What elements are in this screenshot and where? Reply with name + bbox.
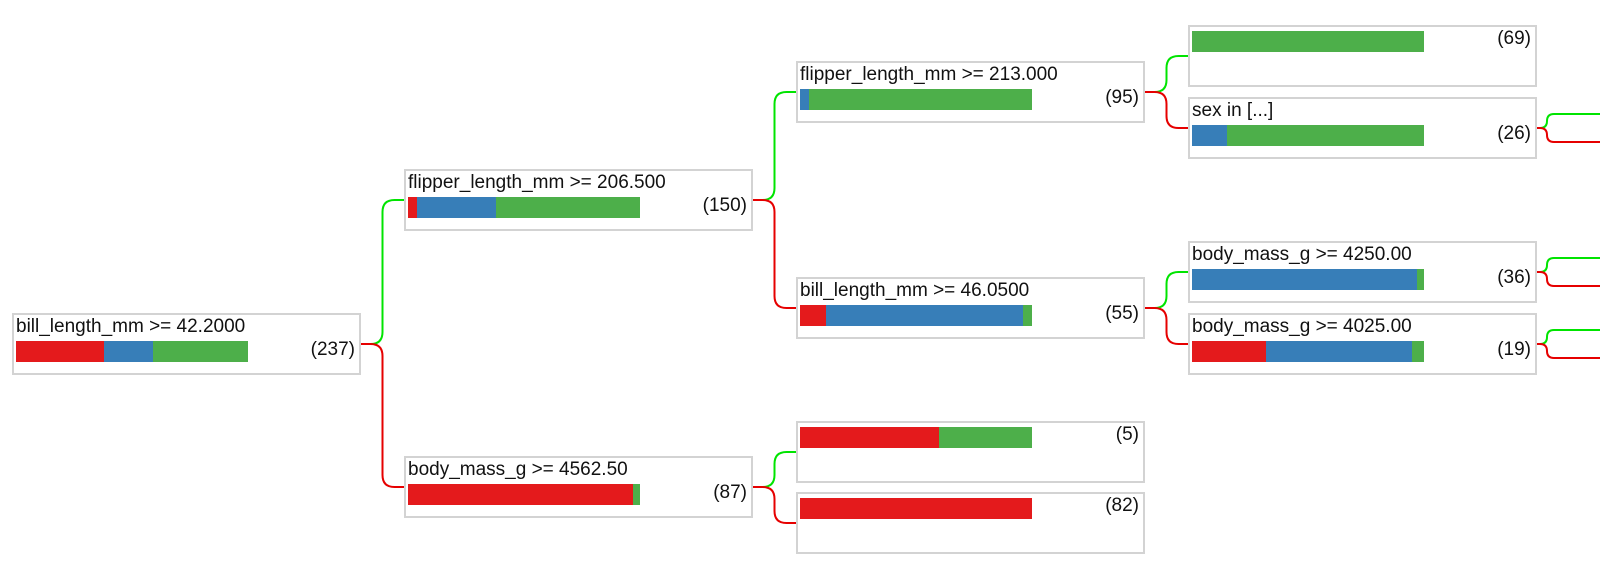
node-sample-count: (237): [310, 339, 355, 360]
edge-true-branch: [1145, 55, 1188, 93]
class-c-segment: [1226, 125, 1424, 146]
class-b-segment: [1266, 341, 1413, 362]
edge-false-branch: [753, 486, 796, 524]
tree-leaf-82[interactable]: (82): [796, 492, 1145, 554]
edge-true-branch: [1537, 113, 1600, 129]
class-c-segment: [496, 197, 640, 218]
class-b-segment: [1192, 125, 1227, 146]
edge-true-branch: [1537, 329, 1600, 345]
node-sample-count: (5): [1115, 424, 1139, 445]
tree-node-body-mass-4250[interactable]: body_mass_g >= 4250.00 (36): [1188, 241, 1537, 303]
tree-node-body-mass-4025[interactable]: body_mass_g >= 4025.00 (19): [1188, 313, 1537, 375]
class-distribution-bar: [1192, 341, 1424, 362]
class-b-segment: [825, 305, 1023, 326]
class-b-segment: [417, 197, 497, 218]
class-c-segment: [1417, 269, 1424, 290]
node-split-label: sex in [...]: [1192, 100, 1274, 121]
class-distribution-bar: [16, 341, 248, 362]
class-c-segment: [939, 427, 1032, 448]
edge-false-branch: [753, 199, 796, 309]
node-split-label: flipper_length_mm >= 213.000: [800, 64, 1058, 85]
class-b-segment: [104, 341, 153, 362]
node-sample-count: (55): [1105, 303, 1139, 324]
tree-node-flipper-length-213[interactable]: flipper_length_mm >= 213.000 (95): [796, 61, 1145, 123]
class-a-segment: [16, 341, 105, 362]
class-distribution-bar: [408, 484, 640, 505]
class-distribution-bar: [800, 427, 1032, 448]
edge-false-branch: [1537, 271, 1600, 287]
node-sample-count: (36): [1497, 267, 1531, 288]
tree-node-body-mass-4562-5[interactable]: body_mass_g >= 4562.50 (87): [404, 456, 753, 518]
edge-false-branch: [361, 343, 404, 488]
edge-false-branch: [1145, 91, 1188, 129]
tree-node-sex[interactable]: sex in [...] (26): [1188, 97, 1537, 159]
class-b-segment: [1192, 269, 1418, 290]
class-c-segment: [1412, 341, 1424, 362]
tree-leaf-69[interactable]: (69): [1188, 25, 1537, 87]
tree-node-flipper-length-206-5[interactable]: flipper_length_mm >= 206.500 (150): [404, 169, 753, 231]
class-a-segment: [800, 305, 826, 326]
node-sample-count: (26): [1497, 123, 1531, 144]
edge-false-branch: [1537, 343, 1600, 359]
node-split-label: body_mass_g >= 4250.00: [1192, 244, 1412, 265]
node-sample-count: (87): [713, 482, 747, 503]
class-a-segment: [408, 484, 634, 505]
edge-true-branch: [753, 91, 796, 201]
class-distribution-bar: [1192, 269, 1424, 290]
node-split-label: flipper_length_mm >= 206.500: [408, 172, 666, 193]
node-split-label: bill_length_mm >= 42.2000: [16, 316, 246, 337]
edge-true-branch: [361, 199, 404, 345]
edge-true-branch: [1537, 257, 1600, 273]
class-c-segment: [1192, 31, 1424, 52]
edge-true-branch: [1145, 271, 1188, 309]
class-a-segment: [1192, 341, 1267, 362]
class-a-segment: [800, 498, 1032, 519]
node-sample-count: (69): [1497, 28, 1531, 49]
class-distribution-bar: [408, 197, 640, 218]
tree-leaf-5[interactable]: (5): [796, 421, 1145, 483]
edge-true-branch: [753, 451, 796, 488]
node-sample-count: (95): [1105, 87, 1139, 108]
class-distribution-bar: [1192, 125, 1424, 146]
edge-false-branch: [1145, 307, 1188, 345]
class-c-segment: [1022, 305, 1032, 326]
class-b-segment: [800, 89, 810, 110]
edge-false-branch: [1537, 127, 1600, 143]
node-split-label: body_mass_g >= 4562.50: [408, 459, 628, 480]
class-c-segment: [152, 341, 248, 362]
class-c-segment: [633, 484, 640, 505]
node-split-label: body_mass_g >= 4025.00: [1192, 316, 1412, 337]
class-c-segment: [809, 89, 1032, 110]
node-sample-count: (82): [1105, 495, 1139, 516]
tree-node-root[interactable]: bill_length_mm >= 42.2000 (237): [12, 313, 361, 375]
class-a-segment: [800, 427, 940, 448]
class-a-segment: [408, 197, 418, 218]
node-split-label: bill_length_mm >= 46.0500: [800, 280, 1030, 301]
class-distribution-bar: [800, 498, 1032, 519]
class-distribution-bar: [800, 89, 1032, 110]
tree-node-bill-length-46-05[interactable]: bill_length_mm >= 46.0500 (55): [796, 277, 1145, 339]
node-sample-count: (19): [1497, 339, 1531, 360]
node-sample-count: (150): [702, 195, 747, 216]
class-distribution-bar: [800, 305, 1032, 326]
class-distribution-bar: [1192, 31, 1424, 52]
